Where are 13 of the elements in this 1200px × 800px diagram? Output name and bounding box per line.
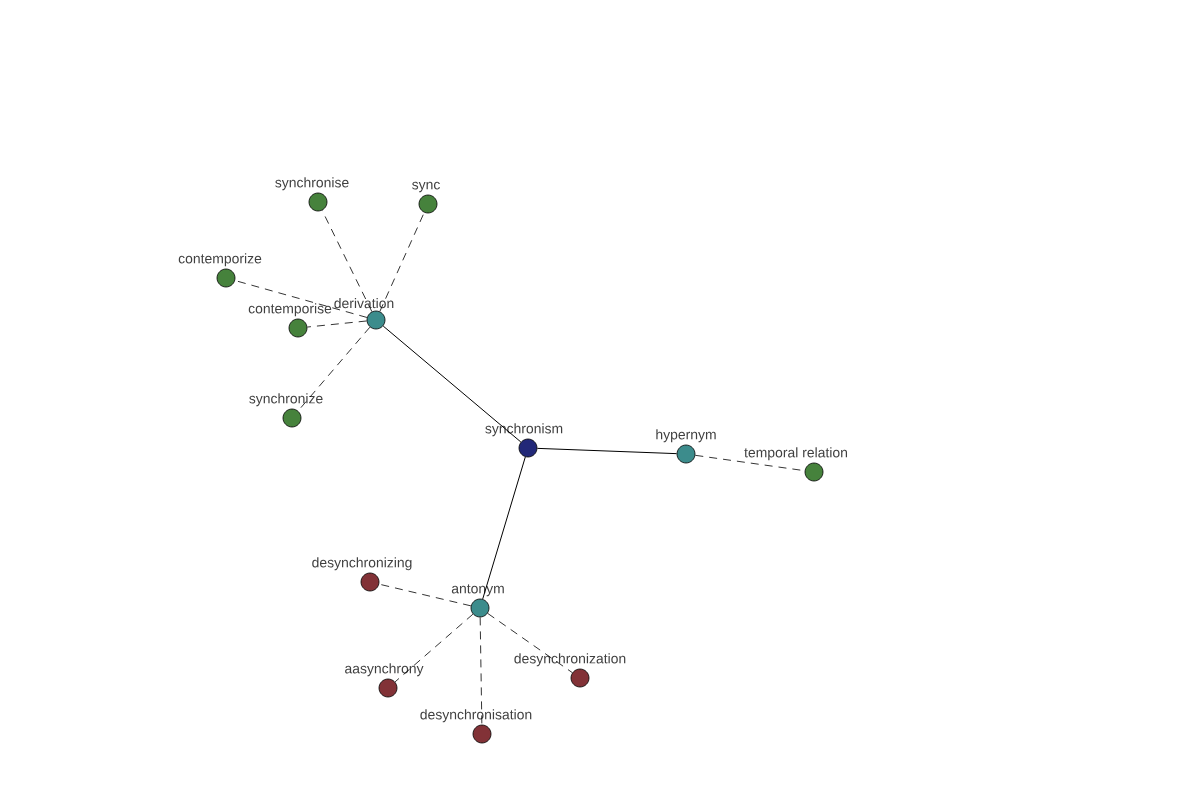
connector [487, 613, 573, 674]
connector [536, 447, 678, 455]
connector [297, 326, 371, 412]
connector [382, 325, 522, 443]
connector [378, 583, 472, 607]
connector [306, 320, 368, 328]
connector [479, 617, 483, 725]
connector [482, 456, 526, 600]
connector [694, 454, 806, 472]
connector [379, 212, 425, 312]
connector [394, 613, 474, 683]
connector [321, 210, 373, 312]
connector [234, 280, 368, 318]
